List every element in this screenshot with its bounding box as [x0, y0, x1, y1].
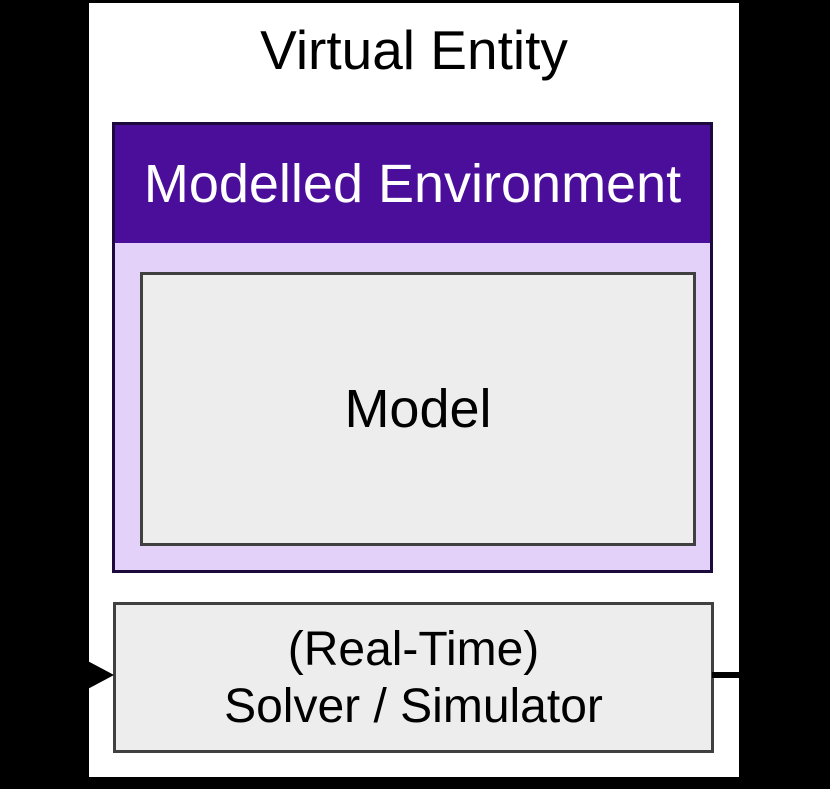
solver-label-line2: Solver / Simulator — [224, 679, 603, 733]
virtual-entity-box: Virtual Entity Modelled Environment Mode… — [86, 0, 742, 780]
solver-box: (Real-Time) Solver / Simulator — [113, 602, 714, 753]
model-label: Model — [344, 379, 492, 439]
outgoing-connector-line — [712, 672, 748, 678]
model-box: Model — [140, 272, 696, 546]
solver-label-line1: (Real-Time) — [287, 622, 540, 676]
modelled-environment-box: Modelled Environment Model — [112, 122, 713, 573]
virtual-entity-title: Virtual Entity — [260, 19, 568, 81]
modelled-environment-header: Modelled Environment — [115, 125, 710, 243]
modelled-environment-label: Modelled Environment — [143, 154, 682, 214]
incoming-arrow-icon — [84, 659, 114, 691]
